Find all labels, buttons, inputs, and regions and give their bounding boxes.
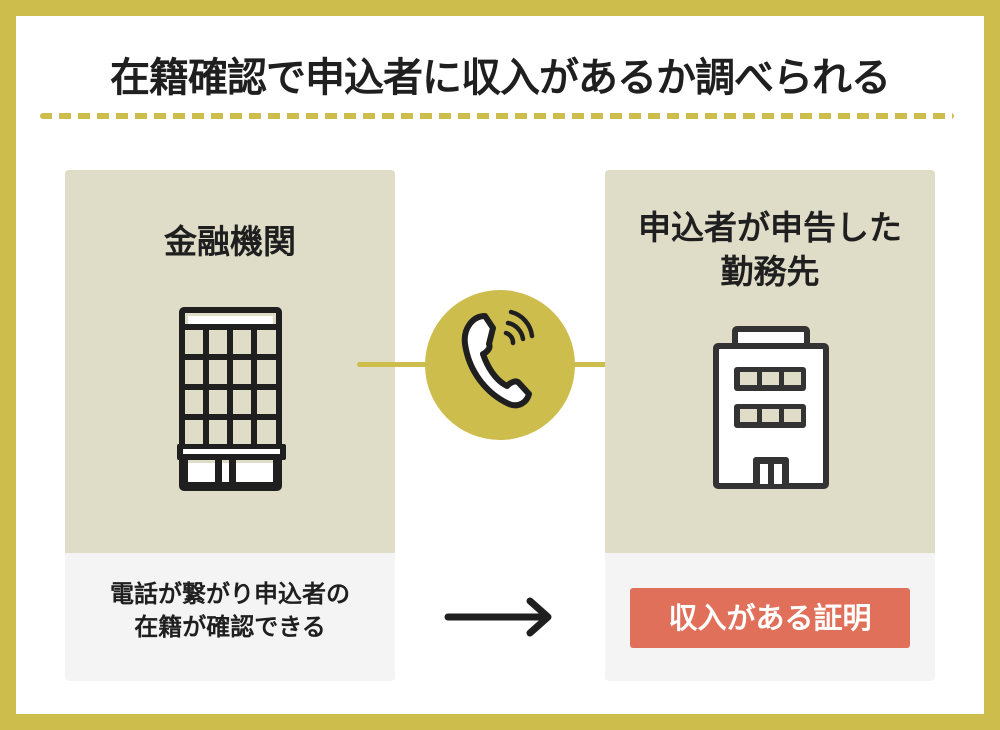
caption-line-2: 在籍が確認できる: [134, 613, 326, 641]
panel-caption: 電話が繋がり申込者の 在籍が確認できる: [65, 578, 395, 644]
income-proof-badge: 収入がある証明: [630, 588, 910, 648]
panel-heading: 申込者が申告した 勤務先: [605, 206, 935, 294]
title-dashed-rule: [40, 113, 954, 119]
heading-line-1: 申込者が申告した: [638, 208, 902, 247]
phone-ringing-icon: [461, 309, 535, 409]
caption-line-1: 電話が繋がり申込者の: [110, 580, 350, 608]
long-arrow-right-icon: [444, 597, 552, 637]
phone-circle: [425, 290, 575, 440]
office-tower-icon: [177, 307, 286, 491]
financial-institution-panel: 金融機関 電話が繋がり申込者の: [65, 170, 395, 681]
panel-top-area: 金融機関: [65, 170, 395, 553]
office-building-icon: [713, 326, 829, 489]
workplace-panel: 申込者が申告した 勤務先 収入がある証明: [605, 170, 935, 681]
panel-heading: 金融機関: [164, 222, 296, 261]
panel-top-area: 申込者が申告した 勤務先: [605, 170, 935, 553]
heading-line-2: 勤務先: [720, 252, 820, 291]
flow-line-left: [357, 362, 427, 367]
flow-line-right: [570, 362, 630, 367]
page-title: 在籍確認で申込者に収入があるか調べられる: [110, 55, 891, 101]
